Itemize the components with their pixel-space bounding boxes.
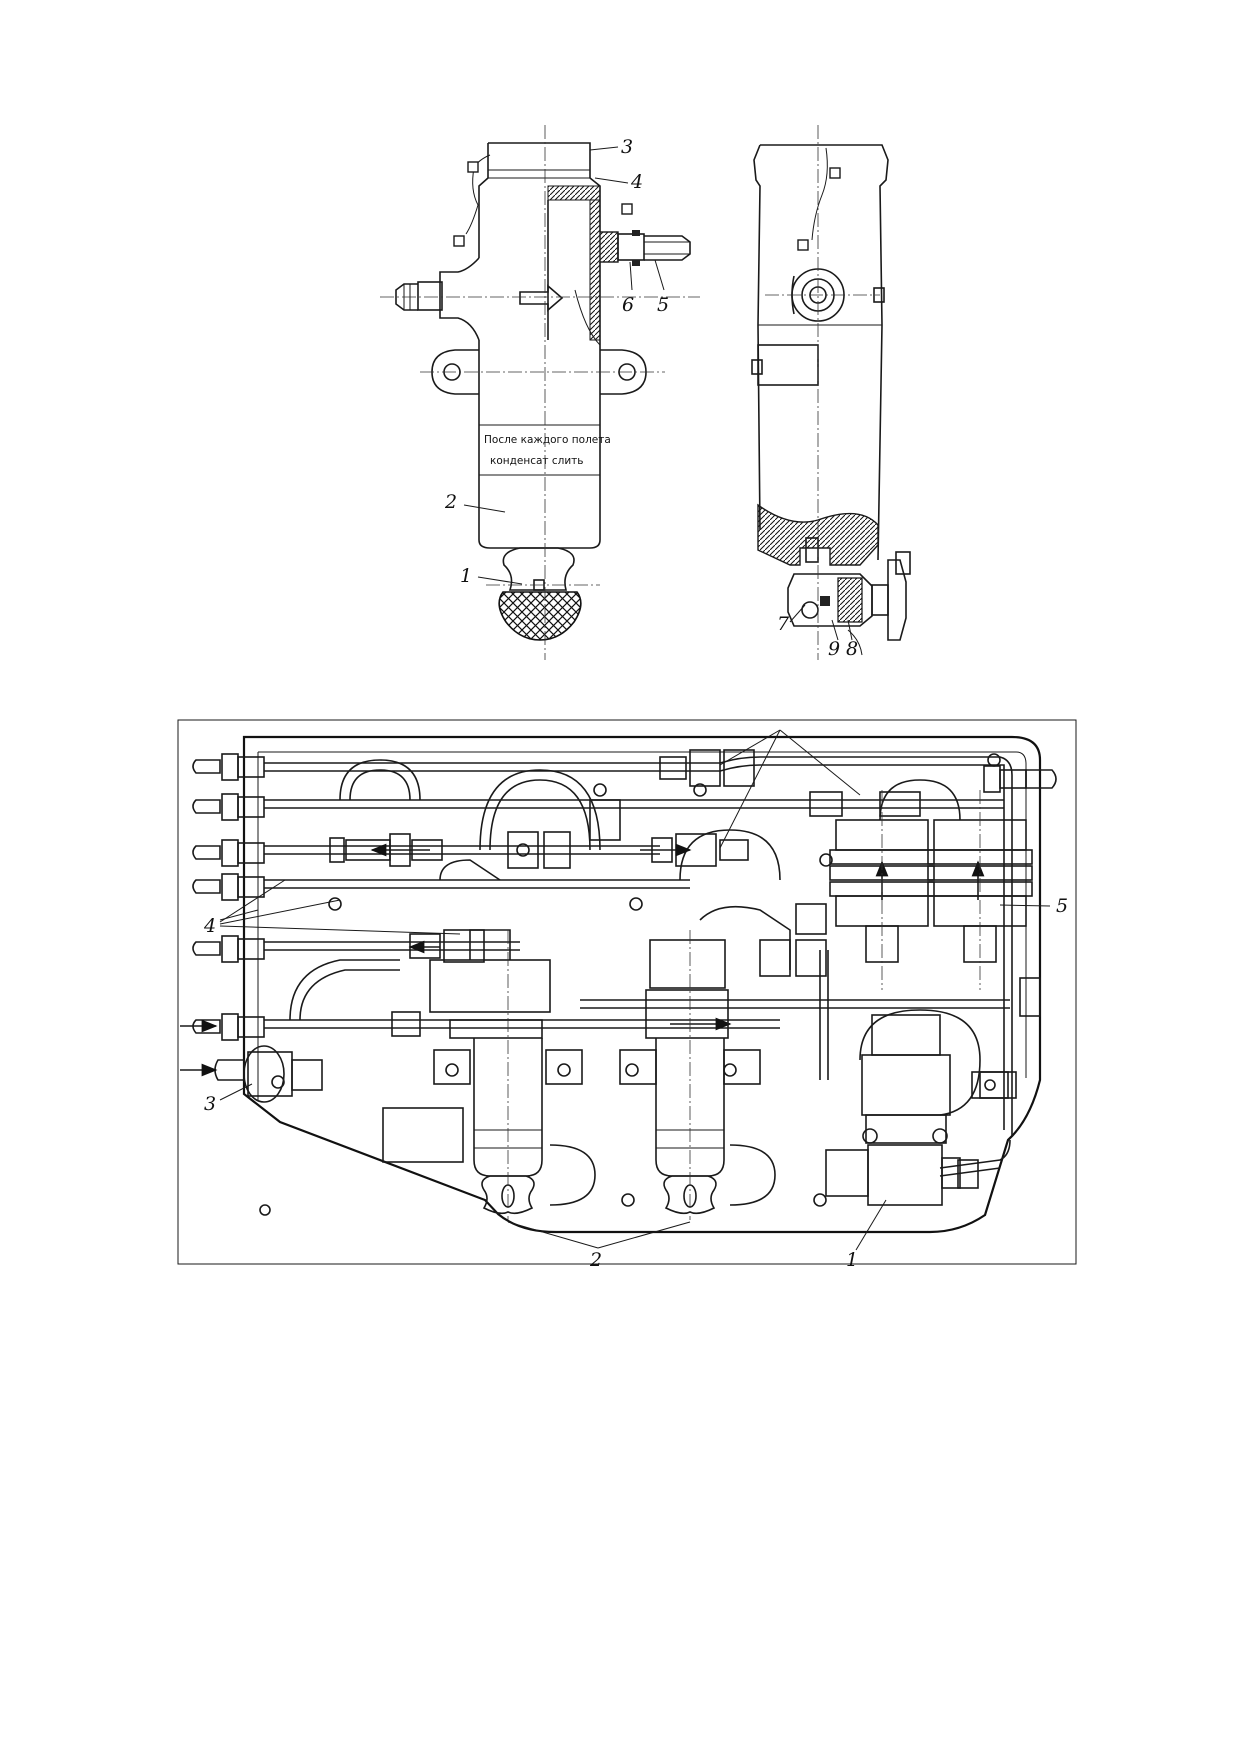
callout-top-1: 1	[460, 565, 472, 587]
outlet-fitting	[599, 230, 691, 266]
callout-top-4: 4	[630, 171, 643, 193]
cross-fittings	[507, 799, 827, 977]
filter-side-view	[751, 125, 911, 660]
filter-panel	[177, 719, 1077, 1265]
panel-filter-right	[619, 930, 761, 1220]
callout-bottom-5: 5	[1056, 895, 1068, 917]
callout-top-8: 8	[846, 638, 858, 660]
pressure-reducer	[825, 1014, 961, 1206]
unions	[329, 749, 979, 1189]
inlet-fitting	[395, 281, 443, 311]
right-fittings	[971, 765, 1057, 1099]
left-fittings	[192, 753, 323, 1103]
callout-top-5: 5	[657, 294, 669, 316]
panel-filter-left	[429, 929, 583, 1220]
drain-valve	[787, 537, 911, 641]
callout-bottom-4: 4	[203, 915, 216, 937]
callout-top-2: 2	[444, 491, 457, 513]
filter-front-view: После каждого полета конденсат слить	[380, 125, 700, 660]
plate-line-1: После каждого полета	[484, 434, 611, 446]
callout-top-6: 6	[622, 294, 634, 316]
top-left-callouts: 3 4 6 5 2 1	[444, 136, 669, 587]
bottom-callouts: 4 5 3 2 1	[203, 729, 1068, 1271]
callout-bottom-1: 1	[846, 1249, 858, 1271]
mounting-holes	[259, 753, 1017, 1216]
desiccant-canisters	[829, 790, 1033, 990]
panel-nameplate	[382, 1107, 464, 1163]
flow-arrows	[180, 843, 985, 1077]
callout-top-9: 9	[828, 638, 840, 660]
callout-top-3: 3	[621, 136, 633, 158]
top-right-callouts: 7 9 8	[777, 604, 858, 660]
plate-line-2: конденсат слить	[490, 455, 584, 467]
callout-bottom-3: 3	[204, 1093, 216, 1115]
instruction-plate: После каждого полета конденсат слить	[484, 434, 611, 467]
callout-top-7: 7	[777, 613, 790, 635]
drain-knob	[498, 547, 582, 641]
callout-bottom-2: 2	[589, 1249, 602, 1271]
